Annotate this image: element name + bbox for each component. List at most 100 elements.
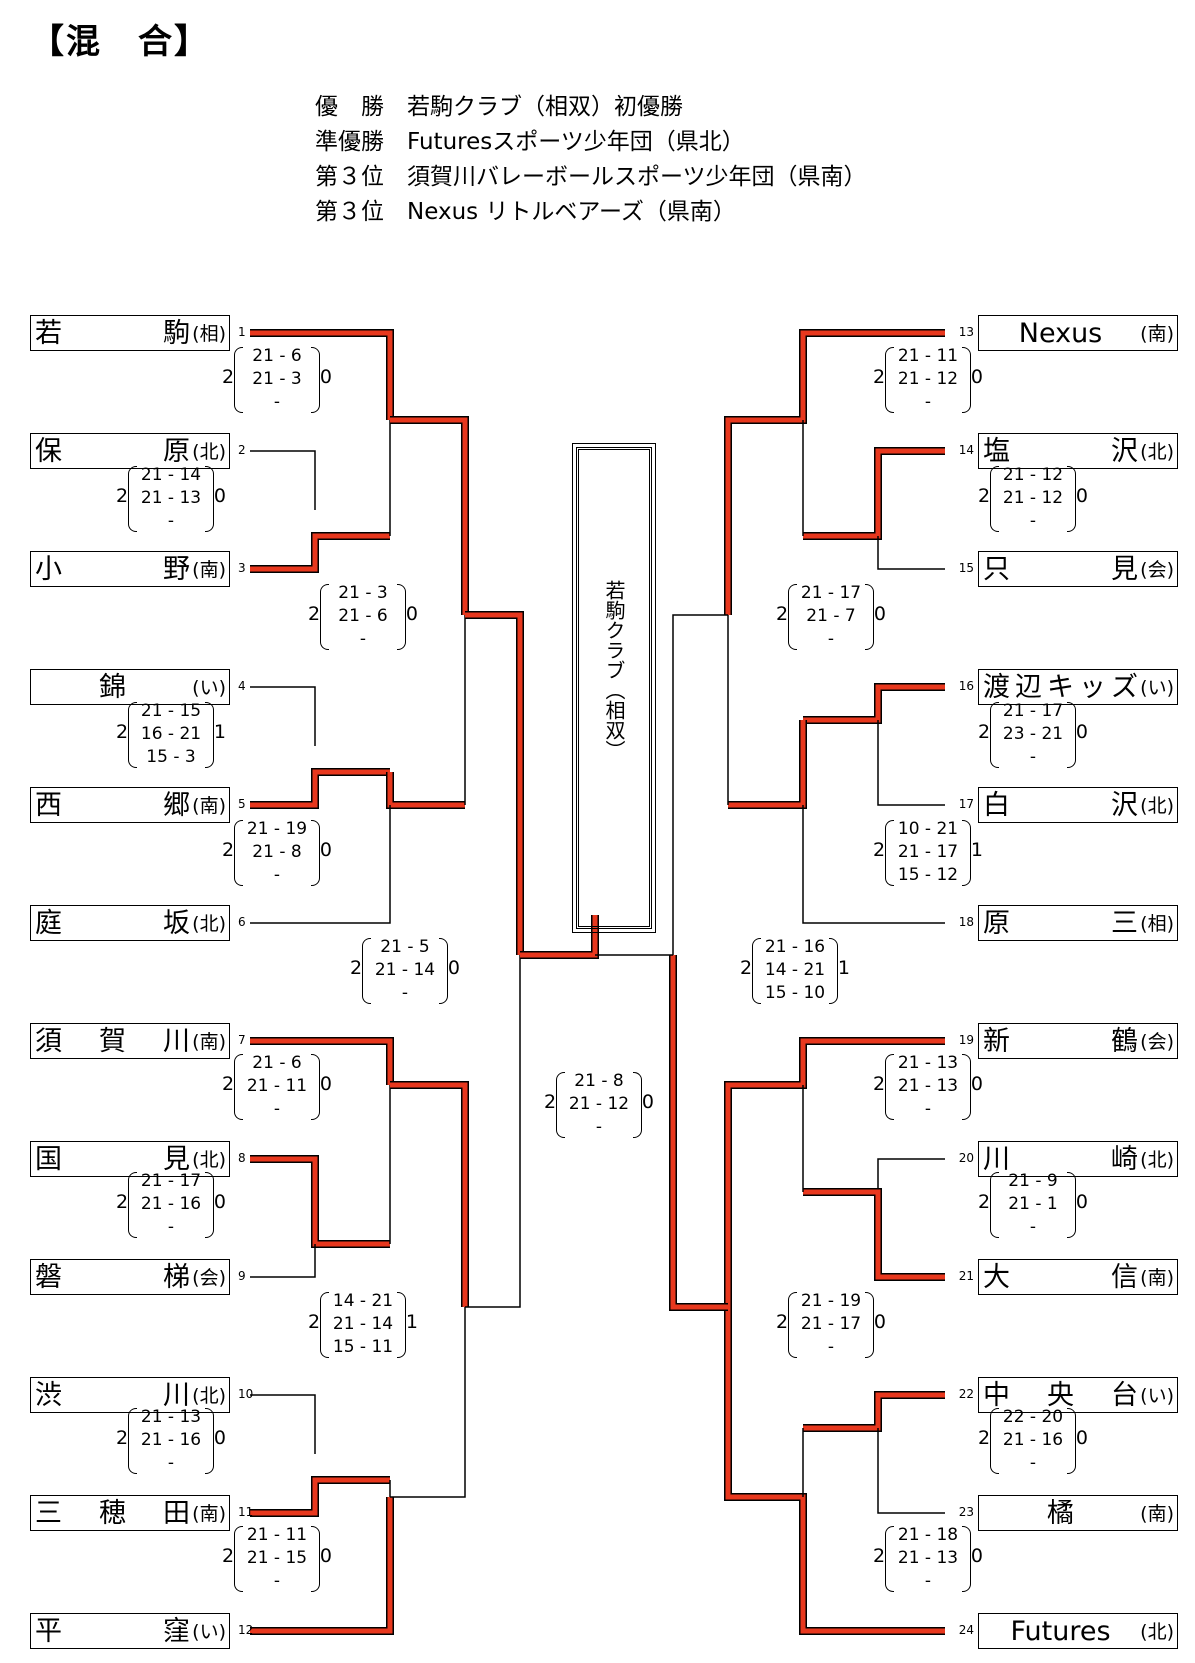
winner-path-outline [386,772,465,809]
bracket-line [877,536,945,570]
winner-path-outline [465,611,524,955]
team-box: 三穂田(南) [30,1495,230,1531]
seed-number: 6 [238,915,246,929]
seed-number: 4 [238,679,246,693]
sets-won: 2 [873,839,886,861]
team-box: 川崎(北) [978,1141,1178,1177]
winner-path-line [387,772,465,808]
score-bracket [865,1292,874,1358]
sets-won: 2 [978,485,991,507]
team-name: 須賀川 [35,1026,190,1057]
team-name: 大信 [983,1262,1138,1293]
winner-path-outline [803,683,945,724]
team-name: 保原 [35,436,190,467]
seed-number: 21 [958,1269,974,1283]
sets-won: 0 [319,1073,332,1095]
score-bracket [885,820,894,886]
set-score: 21 - 15 [246,1548,308,1568]
winner-path-outline [390,1081,469,1307]
sets-won: 0 [213,485,226,507]
result-row: 第３位 須賀川バレーボールスポーツ少年団（県南） [315,160,867,195]
team-region: (北) [1140,1149,1174,1171]
team-region: (相) [1140,913,1174,935]
set-score: 21 - 17 [140,1171,202,1191]
winner-path-line [250,330,393,420]
team-region: (北) [1140,441,1174,463]
sets-won: 1 [970,839,983,861]
seed-number: 22 [958,1387,974,1401]
sets-won: 2 [978,1191,991,1213]
set-score: 21 - 3 [252,369,302,389]
sets-won: 2 [222,1073,235,1095]
sets-won: 0 [873,603,886,625]
team-box: 錦(い) [30,669,230,705]
team-name: 川崎 [983,1144,1138,1175]
team-name: 橘 [1047,1498,1074,1529]
seed-number: 17 [958,797,974,811]
score-bracket [885,347,894,413]
sets-won: 2 [776,1311,789,1333]
sets-won: 1 [837,957,850,979]
set-score: 21 - 17 [897,842,959,862]
team-region: (相) [192,323,226,345]
team-box: 只見(会) [978,551,1178,587]
score-bracket [990,1172,999,1238]
set-score: 21 - 8 [252,842,302,862]
sets-won: 2 [873,1073,886,1095]
set-score: 21 - 19 [246,819,308,839]
winner-path-line [670,955,728,1310]
result-place: 第３位 [315,199,384,225]
score-bracket [556,1072,565,1138]
team-region: (会) [192,1267,226,1289]
sets-won: 2 [978,721,991,743]
set-score: 21 - 7 [806,606,856,626]
winner-path-outline [803,447,945,540]
set-score: - [924,1099,932,1119]
score-bracket [633,1072,642,1138]
sets-won: 2 [308,1311,321,1333]
set-score: - [273,1099,281,1119]
team-name: 塩沢 [983,436,1138,467]
winner-path-outline [803,1188,945,1281]
score-bracket [752,938,761,1004]
team-box: 白沢(北) [978,787,1178,823]
bracket-line [802,805,945,924]
team-region: (南) [192,1031,226,1053]
score-bracket [320,1292,329,1358]
score-bracket [205,1172,214,1238]
team-name: 平窪 [35,1616,190,1647]
winner-path-line [390,1082,468,1307]
score-bracket [990,1408,999,1474]
result-place: 準優勝 [315,129,384,155]
score-bracket [397,584,406,650]
seed-number: 13 [958,325,974,339]
set-score: - [273,865,281,885]
score-bracket [885,1526,894,1592]
set-score: - [273,392,281,412]
set-score: - [1029,747,1037,767]
sets-won: 2 [776,603,789,625]
set-score: 21 - 6 [252,1053,302,1073]
set-score: - [167,1453,175,1473]
team-region: (北) [1140,1621,1174,1643]
set-score: 21 - 12 [1002,465,1064,485]
set-score: 21 - 6 [338,606,388,626]
team-name: 錦 [99,672,126,703]
set-score: - [1029,1217,1037,1237]
sets-won: 0 [405,603,418,625]
seed-number: 18 [958,915,974,929]
bracket-line [877,720,945,806]
seed-number: 2 [238,443,246,457]
score-bracket [788,1292,797,1358]
sets-won: 0 [319,1545,332,1567]
team-box: 大信(南) [978,1259,1178,1295]
sets-won: 0 [873,1311,886,1333]
